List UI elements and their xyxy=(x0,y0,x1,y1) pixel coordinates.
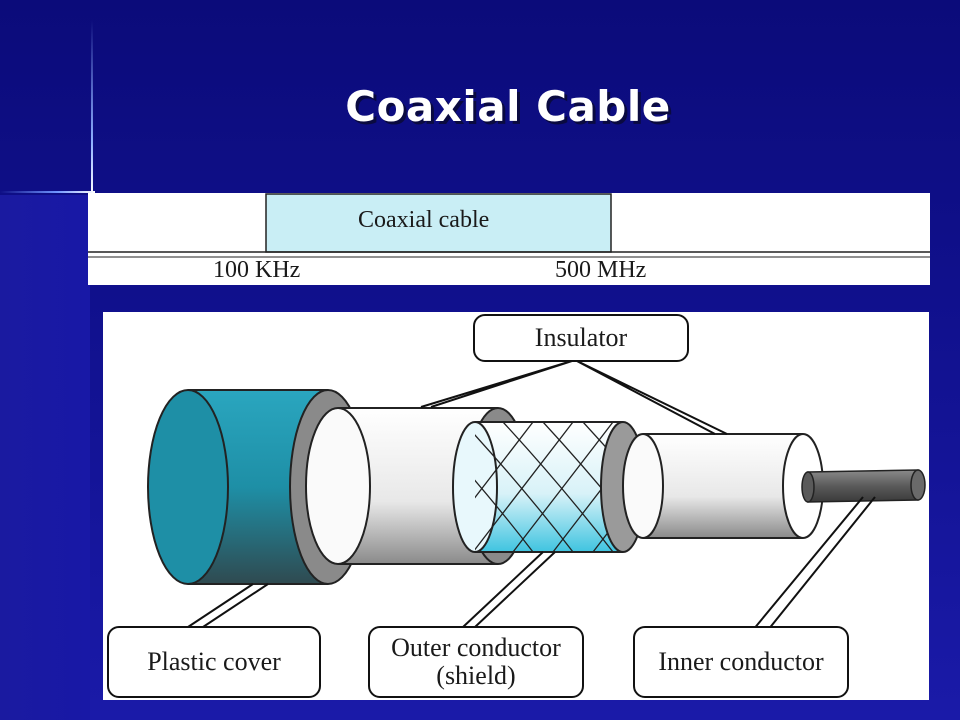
low-frequency-label: 100 KHz xyxy=(213,257,301,283)
callout-pointers xyxy=(187,359,876,631)
coaxial-cable-diagram: Insulator Plastic cover Outer conductor … xyxy=(103,312,929,700)
coaxial-band-label: Coaxial cable xyxy=(358,207,490,233)
plastic-cover-pointer xyxy=(187,583,269,628)
insulator-pointer-right xyxy=(574,359,728,435)
inner-conductor-rod xyxy=(801,469,926,503)
insulator-callout: Insulator xyxy=(473,314,689,362)
inner-conductor-pointer xyxy=(752,496,876,631)
decor-vertical-line xyxy=(91,20,93,195)
spectrum-lines xyxy=(88,193,930,258)
inner-insulator-layer xyxy=(622,433,824,539)
shield-label: (shield) xyxy=(436,661,516,690)
high-frequency-label: 500 MHz xyxy=(555,257,647,283)
inner-conductor-callout: Inner conductor xyxy=(633,626,849,698)
outer-conductor-callout: Outer conductor (shield) xyxy=(368,626,584,698)
outer-conductor-label: Outer conductor xyxy=(391,633,561,662)
frequency-spectrum-band: Coaxial cable 100 KHz 500 MHz xyxy=(88,193,930,285)
decor-horizontal-line xyxy=(0,191,95,193)
left-decor-strip xyxy=(0,195,90,720)
shield-pointer xyxy=(462,551,556,628)
plastic-cover-callout: Plastic cover xyxy=(107,626,321,698)
insulator-pointer-left xyxy=(420,359,576,408)
slide-title: Coaxial Cable xyxy=(345,82,671,131)
cable-illustration xyxy=(147,359,926,631)
